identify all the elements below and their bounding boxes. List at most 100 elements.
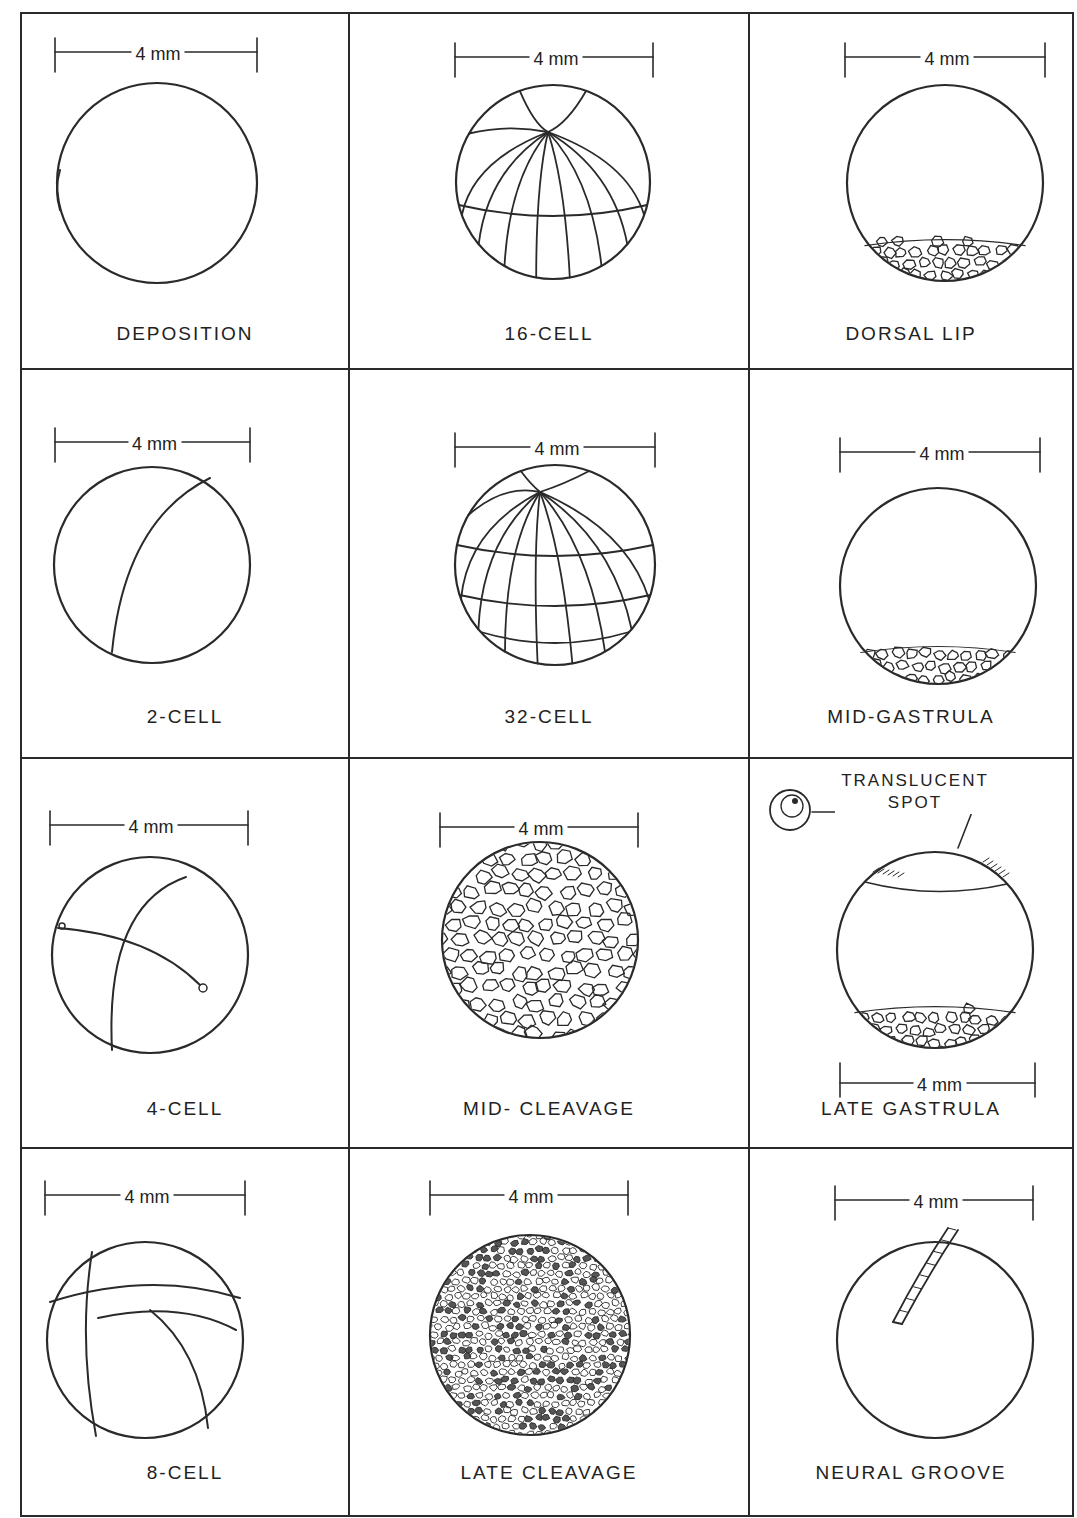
stage-label: NEURAL GROOVE [750,1462,1072,1484]
cell [583,1409,590,1415]
cell [549,994,563,1007]
dimension-label: 4 mm [121,1187,174,1208]
cell [553,1263,560,1270]
cell [499,1369,507,1375]
cell [522,1406,529,1413]
cell [569,1248,577,1254]
cell [542,1369,550,1376]
cell [530,1423,537,1430]
cell [551,1247,558,1254]
cell [606,1323,613,1330]
cell [896,1024,907,1033]
cell [945,671,955,682]
cell [553,980,571,993]
cell [606,1368,614,1374]
cell [446,1355,454,1361]
cell [542,1293,550,1298]
dimension-label: 4 mm [531,439,584,460]
cell [491,1399,498,1405]
cell [445,1295,453,1301]
cell [524,1386,532,1392]
cell [588,931,605,944]
cell [598,1324,605,1331]
dimension-tick [844,43,846,77]
cell [545,868,561,879]
cell [579,1278,587,1285]
dimension-tick [1034,1063,1036,1097]
cell [601,1330,609,1336]
cell [452,1337,460,1343]
cell [493,1300,501,1305]
cell [576,917,592,928]
cell [497,1247,505,1254]
yolk-boundary [861,646,1015,652]
cell [489,1355,496,1361]
cleavage-furrow [548,132,570,278]
cell [535,852,551,865]
egg-outline [847,85,1043,281]
cell [542,1277,550,1283]
cell [462,1293,470,1299]
cell [480,1308,488,1314]
cell [501,1376,509,1382]
cell [540,1011,556,1025]
cell [542,1247,550,1253]
cell [540,1392,547,1398]
cell [516,1355,523,1361]
dimension-tick [1044,43,1046,77]
cell [961,651,972,660]
cell [954,663,967,673]
cell [475,1378,483,1385]
cell [536,1262,542,1268]
cell [491,1339,498,1346]
cell [597,882,611,895]
cleavage-furrow [459,205,647,216]
cell [593,1378,601,1384]
cell [872,1013,884,1023]
cell [589,1369,596,1375]
dimension-tick [839,438,841,472]
cell [561,1293,568,1299]
cell [436,1307,444,1313]
cell [567,1286,575,1292]
cell [511,1360,519,1366]
cell [569,1261,576,1267]
cell [486,917,499,931]
cell [535,979,550,992]
cell [579,1323,586,1330]
cleavage-furrow [505,492,540,652]
cell [495,1346,501,1353]
stage-label: 32-CELL [350,706,748,728]
cell [588,1325,595,1332]
cell [547,1392,554,1399]
cleavage-furrow [540,492,649,599]
cleavage-furrow [548,132,644,215]
cell [500,1279,507,1285]
cell [549,1286,557,1292]
dimension-tick [247,811,249,845]
spot-hatch [893,872,899,876]
cell [576,949,593,962]
cell [562,1262,570,1268]
cell [610,1362,616,1368]
cell [503,1271,512,1277]
cell [458,1362,465,1368]
cell [521,1285,528,1292]
cell [566,903,581,916]
cell [512,869,529,881]
dimension-tick [454,43,456,77]
cell [912,663,923,672]
cell [896,660,909,669]
cell [617,1339,624,1346]
cell [543,1323,550,1329]
cell [513,1348,521,1354]
cell [430,1332,438,1338]
cell [538,1425,546,1431]
cell [451,934,469,946]
cell [458,1301,465,1307]
cleavage-furrow [457,545,653,556]
cell [527,967,543,980]
cell [464,1386,472,1392]
cell [534,1384,541,1391]
cell [522,1239,529,1245]
